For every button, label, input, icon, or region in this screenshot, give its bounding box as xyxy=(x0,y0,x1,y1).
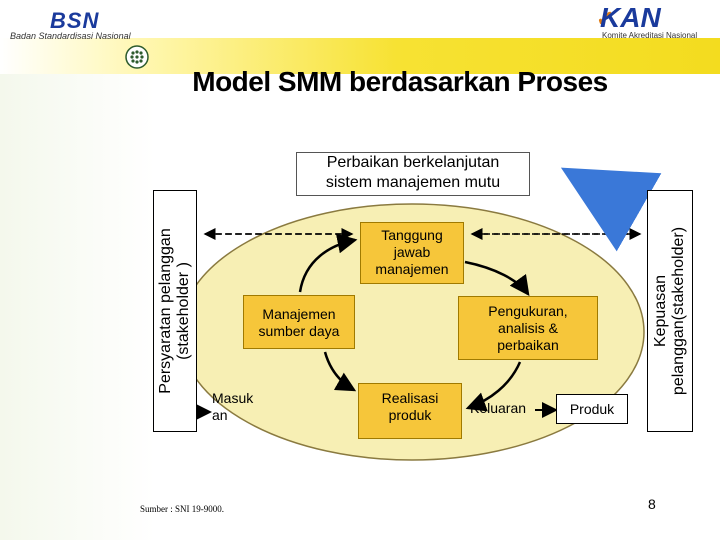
cycle-arrow-1 xyxy=(298,233,358,293)
continual-improvement-line1: Perbaikan berkelanjutan xyxy=(326,154,500,171)
product-realization-box: Realisasi produk xyxy=(358,383,462,439)
management-responsibility-line1: Tanggung xyxy=(381,227,443,243)
management-responsibility-line2: jawab xyxy=(393,244,431,260)
continual-improvement-line2: sistem manajemen mutu xyxy=(325,174,501,191)
source-note: Sumber : SNI 19-9000. xyxy=(140,504,224,514)
customer-requirements-box: Persyaratan pelanggan (stakeholder ) xyxy=(153,190,197,432)
resource-management-box: Manajemen sumber daya xyxy=(243,295,355,349)
measurement-analysis-line3: perbaikan xyxy=(497,337,559,353)
decorative-background xyxy=(0,74,155,540)
input-label: Masuk an xyxy=(212,390,272,424)
customer-requirements-line2: (stakeholder ) xyxy=(175,262,192,360)
management-responsibility-line3: manajemen xyxy=(375,261,449,277)
kan-org-name: Komite Akreditasi Nasional xyxy=(602,31,698,40)
measurement-analysis-line2: analisis & xyxy=(498,320,558,336)
header-band xyxy=(0,38,720,74)
cycle-arrow-4 xyxy=(323,351,357,392)
page-title: Model SMM berdasarkan Proses xyxy=(192,66,608,97)
bsn-org-name: Badan Standardisasi Nasional xyxy=(10,31,131,41)
curved-arrow-icon xyxy=(560,167,662,252)
product-realization-line1: Realisasi xyxy=(381,390,439,406)
input-label-line2: an xyxy=(212,407,228,423)
management-responsibility-box: Tanggung jawab manajemen xyxy=(360,222,464,284)
header-bar xyxy=(0,0,720,40)
measurement-analysis-line1: Pengukuran, xyxy=(488,303,568,319)
kan-logo: KAN xyxy=(600,2,661,33)
output-label: Keluaran xyxy=(470,400,527,416)
dotted-circle-icon xyxy=(125,45,149,69)
measurement-analysis-box: Pengukuran, analisis & perbaikan xyxy=(458,296,598,360)
resource-management-line1: Manajemen xyxy=(262,306,336,322)
customer-satisfaction-line2: pelanggan(stakeholder) xyxy=(670,226,687,396)
bsn-logo: BSN xyxy=(50,8,100,33)
page-number: 8 xyxy=(648,496,656,512)
resource-management-line2: sumber daya xyxy=(258,323,340,339)
product-box: Produk xyxy=(556,394,628,424)
customer-satisfaction-box: Kepuasan pelanggan(stakeholder) xyxy=(647,190,693,432)
input-label-line1: Masuk xyxy=(212,390,254,406)
product-realization-line2: produk xyxy=(388,407,432,423)
continual-improvement-box: Perbaikan berkelanjutan sistem manajemen… xyxy=(296,152,530,196)
cycle-arrow-2 xyxy=(464,260,530,297)
customer-satisfaction-line1: Kepuasan xyxy=(652,274,669,348)
kan-check-icon: ✓ xyxy=(596,6,615,31)
cycle-arrow-3 xyxy=(465,361,522,412)
customer-requirements-line1: Persyaratan pelanggan xyxy=(157,228,174,394)
